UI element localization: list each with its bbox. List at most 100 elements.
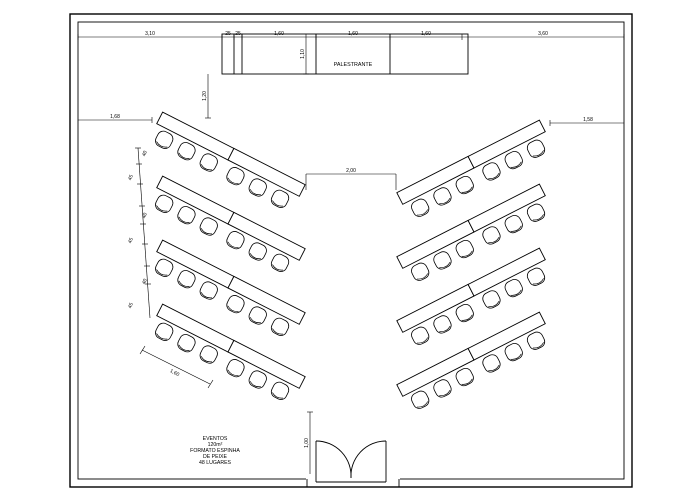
plan-notes: EVENTOS 120m² FORMATO ESPINHA DE PEIXE 4… — [190, 436, 240, 466]
dim-row-offset-4: 45 — [127, 237, 135, 244]
right-row-2 — [396, 183, 546, 281]
table — [467, 119, 546, 169]
note-line-5: 48 LUGARES — [199, 460, 232, 466]
chair — [482, 226, 501, 245]
dim-aisle-width: 2,00 — [346, 168, 356, 174]
left-seating-rows — [155, 111, 306, 400]
left-row-3 — [155, 239, 306, 336]
chair — [270, 189, 290, 208]
note-line-4: DE PEIXE — [203, 454, 227, 460]
chair — [433, 379, 452, 398]
chair — [433, 251, 452, 270]
chair — [199, 281, 218, 300]
right-seating-rows — [396, 119, 546, 409]
chair — [411, 326, 430, 345]
chair — [270, 253, 290, 272]
chair — [270, 381, 290, 400]
chair — [455, 239, 474, 259]
chair — [155, 194, 174, 213]
chair — [411, 262, 430, 281]
chair — [455, 367, 474, 387]
chair — [455, 303, 474, 323]
chair — [226, 231, 245, 250]
chair — [199, 217, 218, 236]
chair — [199, 345, 218, 364]
door — [306, 440, 400, 487]
chair — [433, 315, 452, 334]
dim-top-7: 3,60 — [538, 31, 548, 37]
dim-top-1: 3,10 — [145, 31, 155, 37]
dim-table-length: 1,60 — [169, 368, 181, 378]
chair — [504, 151, 523, 170]
chair — [226, 295, 245, 314]
top-dimension-ticks — [77, 34, 625, 40]
chair — [177, 334, 196, 353]
chair — [177, 206, 196, 225]
chair — [482, 162, 501, 181]
note-line-1: EVENTOS — [203, 436, 228, 442]
table — [227, 339, 306, 389]
chair — [504, 343, 523, 362]
chair — [248, 178, 267, 197]
chair — [248, 242, 267, 261]
dim-top-4: 1,60 — [274, 31, 284, 37]
dim-top-2: 25 — [225, 31, 231, 37]
chair — [526, 331, 546, 350]
table — [467, 247, 546, 297]
chair — [177, 142, 196, 161]
chair — [482, 354, 501, 373]
table — [227, 275, 306, 325]
podium: PALESTRANTE — [221, 33, 469, 75]
dim-row-offset-2: 45 — [127, 174, 135, 181]
chair — [226, 167, 245, 186]
dim-stage-gap: 1,20 — [202, 91, 208, 101]
dim-top-6: 1,60 — [421, 31, 431, 37]
dim-podium-depth: 1,10 — [300, 49, 306, 59]
dim-door-height: 1,00 — [304, 438, 310, 448]
dim-row-offset-6: 45 — [127, 302, 135, 309]
table — [467, 183, 546, 233]
chair — [155, 130, 174, 149]
chair — [155, 322, 174, 341]
right-row-4 — [396, 311, 546, 409]
chair — [177, 270, 196, 289]
row-offset-ticks — [135, 147, 151, 285]
dim-right-margin: 1,58 — [583, 117, 593, 123]
left-row-4 — [155, 303, 306, 400]
note-line-2: 120m² — [208, 442, 223, 448]
podium-label: PALESTRANTE — [334, 62, 373, 68]
chair — [411, 390, 430, 409]
dim-row-offset-1: 40 — [141, 150, 149, 157]
chair — [199, 153, 218, 172]
room-walls — [69, 13, 633, 488]
dim-top-3: 25 — [235, 31, 241, 37]
note-line-3: FORMATO ESPINHA — [190, 448, 240, 454]
chair — [411, 198, 430, 217]
table — [227, 147, 306, 197]
chair — [270, 317, 290, 336]
chair — [455, 175, 474, 195]
chair — [526, 267, 546, 286]
chair — [155, 258, 174, 277]
dim-left-margin: 1,68 — [110, 114, 120, 120]
chair — [433, 187, 452, 206]
chair — [504, 279, 523, 298]
table — [227, 211, 306, 261]
dim-row-offset-5: 40 — [141, 278, 149, 285]
dim-top-5: 1,60 — [348, 31, 358, 37]
chair — [248, 370, 267, 389]
left-row-1 — [155, 111, 306, 208]
right-row-1 — [396, 119, 546, 217]
chair — [248, 306, 267, 325]
dimension-lines: 3,10 25 25 1,60 1,60 1,60 3,60 1,10 1,20… — [77, 31, 625, 474]
chair — [226, 359, 245, 378]
chair — [526, 139, 546, 158]
chair — [504, 215, 523, 234]
right-row-3 — [396, 247, 546, 345]
chair — [482, 290, 501, 309]
chair — [526, 203, 546, 222]
table — [467, 311, 546, 361]
left-row-2 — [155, 175, 306, 272]
dim-row-offset-3: 40 — [141, 212, 149, 219]
